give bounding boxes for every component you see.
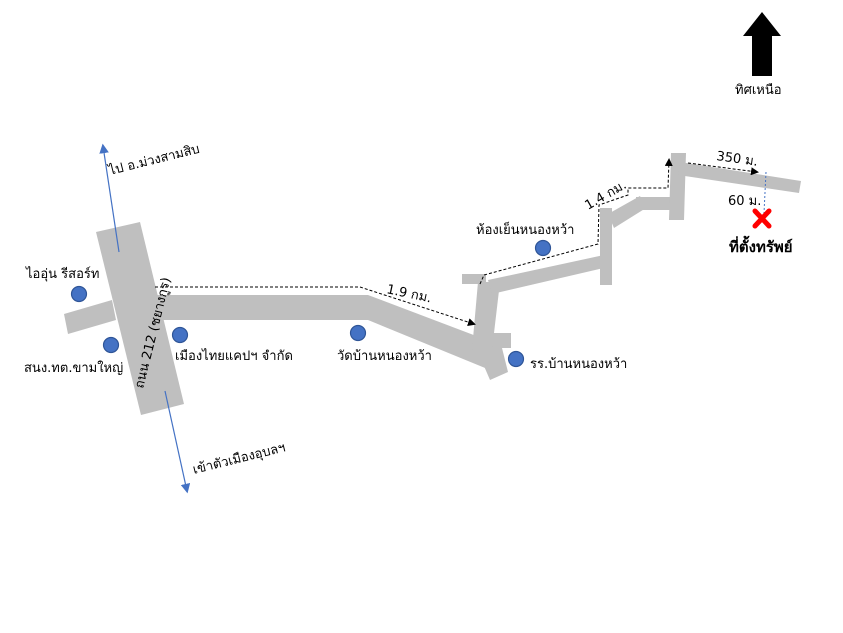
resort-poi-icon	[70, 285, 88, 303]
north-direction-label: ไป อ.ม่วงสามสิบ	[106, 141, 201, 179]
distance-line-1	[155, 286, 476, 326]
school-poi-icon	[507, 350, 525, 368]
vertical-road	[600, 208, 612, 285]
west-road	[64, 300, 116, 334]
property-label: ที่ตั้งทรัพย์	[729, 235, 793, 256]
resort-label: ไออุ่น รีสอร์ท	[25, 266, 99, 282]
south-direction-arrow	[164, 390, 191, 494]
agri-office-poi-icon	[102, 336, 120, 354]
connector-road	[636, 197, 672, 210]
company-poi-icon	[171, 326, 189, 344]
poi-markers	[70, 239, 552, 368]
distance-line-3	[687, 162, 759, 176]
school-label: รร.บ้านหนองหว้า	[530, 357, 627, 372]
company-label: เมืองไทยแคปฯ จำกัด	[175, 348, 293, 364]
north-direction-arrow	[99, 143, 120, 253]
temple-poi-icon	[349, 324, 367, 342]
distance-lines	[155, 158, 767, 326]
cold-storage-label: ห้องเย็นหนองหว้า	[476, 220, 574, 238]
temple-label: วัดบ้านหนองหว้า	[337, 349, 432, 364]
south-direction-label: เข้าตัวเมืองอุบลฯ	[191, 439, 287, 477]
distance-label-3: 350 ม.	[715, 149, 758, 170]
cold-storage-poi-icon	[534, 239, 552, 257]
main-road-segment-1	[130, 295, 368, 320]
road-network	[64, 153, 801, 415]
property-road	[678, 162, 801, 193]
main-road-segment-2	[368, 295, 500, 370]
north-branch-stub	[462, 274, 486, 284]
north-arrow-icon	[743, 12, 781, 76]
agri-office-label: สนง.ทต.ขามใหญ่	[24, 360, 123, 376]
property-marker-icon	[752, 208, 772, 229]
north-label: ทิศเหนือ	[735, 82, 782, 98]
distance-label-4: 60 ม.	[728, 194, 761, 209]
distance-line-2	[479, 158, 673, 285]
distance-line-4	[763, 171, 767, 214]
north-branch-road	[472, 282, 500, 350]
cold-storage-road	[488, 255, 608, 294]
